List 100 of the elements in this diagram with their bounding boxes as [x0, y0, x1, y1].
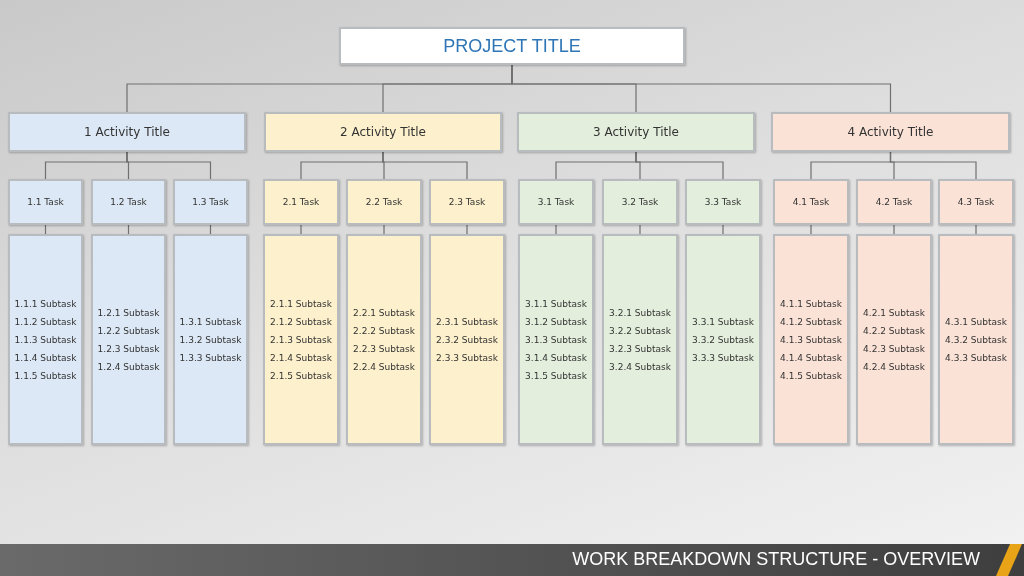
activity-box: [771, 112, 1010, 152]
subtask-label: 4.1.5 Subtask: [780, 370, 842, 381]
task-box: [8, 179, 83, 225]
task-label: 3.3 Task: [704, 197, 742, 207]
activity-title: 2 Activity Title: [340, 125, 426, 139]
connector-line: [639, 224, 641, 235]
task-label: 4.2 Task: [875, 197, 913, 207]
activity-title: 4 Activity Title: [847, 125, 934, 139]
task-box: [685, 179, 761, 225]
subtask-panel: [173, 234, 248, 445]
subtask-label: 1.2.4 Subtask: [97, 361, 160, 372]
subtask-label: 4.1.1 Subtask: [780, 298, 842, 309]
subtask-label: 1.3.3 Subtask: [179, 352, 242, 363]
connector-line: [466, 224, 468, 235]
project-title-box: [339, 27, 685, 65]
subtask-label: 3.1.2 Subtask: [525, 316, 587, 327]
task-box: [429, 179, 505, 225]
subtask-label: 1.2.1 Subtask: [97, 307, 160, 318]
subtask-label: 2.1.2 Subtask: [270, 316, 332, 327]
subtask-label: 3.2.4 Subtask: [609, 361, 671, 372]
task-box: [518, 179, 594, 225]
subtask-label: 3.2.1 Subtask: [609, 307, 671, 318]
subtask-label: 4.2.4 Subtask: [863, 361, 925, 372]
subtask-label: 2.3.3 Subtask: [436, 352, 498, 363]
subtask-label: 3.1.5 Subtask: [525, 370, 587, 381]
subtask-label: 2.1.4 Subtask: [270, 352, 332, 363]
subtask-label: 4.2.2 Subtask: [863, 325, 925, 336]
project-title: PROJECT TITLE: [443, 35, 581, 57]
subtask-label: 2.3.2 Subtask: [436, 334, 498, 345]
task-label: 4.3 Task: [957, 197, 995, 207]
subtask-panel: [773, 234, 849, 445]
subtask-label: 3.2.3 Subtask: [609, 343, 671, 354]
subtask-label: 3.1.3 Subtask: [525, 334, 587, 345]
connector-line: [889, 151, 977, 180]
subtask-label: 2.2.3 Subtask: [353, 343, 415, 354]
task-box: [346, 179, 422, 225]
subtask-label: 3.3.3 Subtask: [692, 352, 754, 363]
activity-title: 1 Activity Title: [84, 125, 170, 139]
subtask-label: 4.1.3 Subtask: [780, 334, 842, 345]
task-box: [91, 179, 166, 225]
task-label: 2.1 Task: [282, 197, 320, 207]
connector-line: [722, 224, 724, 235]
task-label: 3.1 Task: [537, 197, 575, 207]
subtask-panel: [518, 234, 594, 445]
connector-line: [810, 224, 812, 235]
task-box: [773, 179, 849, 225]
task-label: 2.2 Task: [365, 197, 403, 207]
activity-title: 3 Activity Title: [593, 125, 679, 139]
task-box: [263, 179, 339, 225]
task-box: [602, 179, 678, 225]
subtask-label: 3.1.1 Subtask: [525, 298, 587, 309]
subtask-panel: [263, 234, 339, 445]
subtask-label: 4.3.2 Subtask: [945, 334, 1007, 345]
subtask-label: 3.3.1 Subtask: [692, 316, 754, 327]
subtask-label: 4.3.3 Subtask: [945, 352, 1007, 363]
subtask-label: 1.1.5 Subtask: [14, 370, 77, 381]
task-label: 1.1 Task: [27, 197, 64, 207]
subtask-label: 1.2.2 Subtask: [97, 325, 160, 336]
subtask-panel: [346, 234, 422, 445]
subtask-panel: [602, 234, 678, 445]
subtask-label: 2.2.4 Subtask: [353, 361, 415, 372]
subtask-label: 1.2.3 Subtask: [97, 343, 160, 354]
task-box: [938, 179, 1014, 225]
subtask-label: 3.3.2 Subtask: [692, 334, 754, 345]
subtask-panel: [938, 234, 1014, 445]
subtask-panel: [429, 234, 505, 445]
connector-line: [893, 224, 895, 235]
subtask-label: 1.1.4 Subtask: [14, 352, 77, 363]
subtask-label: 2.2.1 Subtask: [353, 307, 415, 318]
task-label: 1.3 Task: [192, 197, 229, 207]
subtask-label: 2.1.5 Subtask: [270, 370, 332, 381]
connector-line: [555, 224, 557, 235]
subtask-panel: [91, 234, 166, 445]
subtask-label: 4.1.4 Subtask: [780, 352, 842, 363]
connector-line: [975, 224, 977, 235]
subtask-panel: [856, 234, 932, 445]
subtask-label: 2.1.3 Subtask: [270, 334, 332, 345]
subtask-label: 1.3.1 Subtask: [179, 316, 242, 327]
subtask-label: 1.1.2 Subtask: [14, 316, 77, 327]
connector-line: [126, 151, 212, 180]
subtask-label: 4.2.3 Subtask: [863, 343, 925, 354]
task-label: 1.2 Task: [110, 197, 147, 207]
subtask-label: 3.2.2 Subtask: [609, 325, 671, 336]
subtask-panel: [8, 234, 83, 445]
activity-box: [264, 112, 502, 152]
connector-line: [300, 224, 302, 235]
connector-line: [382, 151, 468, 180]
task-box: [173, 179, 248, 225]
subtask-label: 2.2.2 Subtask: [353, 325, 415, 336]
connector-line: [383, 224, 385, 235]
task-box: [856, 179, 932, 225]
activity-box: [8, 112, 246, 152]
subtask-label: 3.1.4 Subtask: [525, 352, 587, 363]
subtask-label: 1.3.2 Subtask: [179, 334, 242, 345]
subtask-label: 1.1.3 Subtask: [14, 334, 77, 345]
footer-title: WORK BREAKDOWN STRUCTURE - OVERVIEW: [572, 549, 980, 570]
subtask-label: 2.3.1 Subtask: [436, 316, 498, 327]
subtask-label: 2.1.1 Subtask: [270, 298, 332, 309]
subtask-label: 4.2.1 Subtask: [863, 307, 925, 318]
connector-line: [635, 151, 724, 180]
